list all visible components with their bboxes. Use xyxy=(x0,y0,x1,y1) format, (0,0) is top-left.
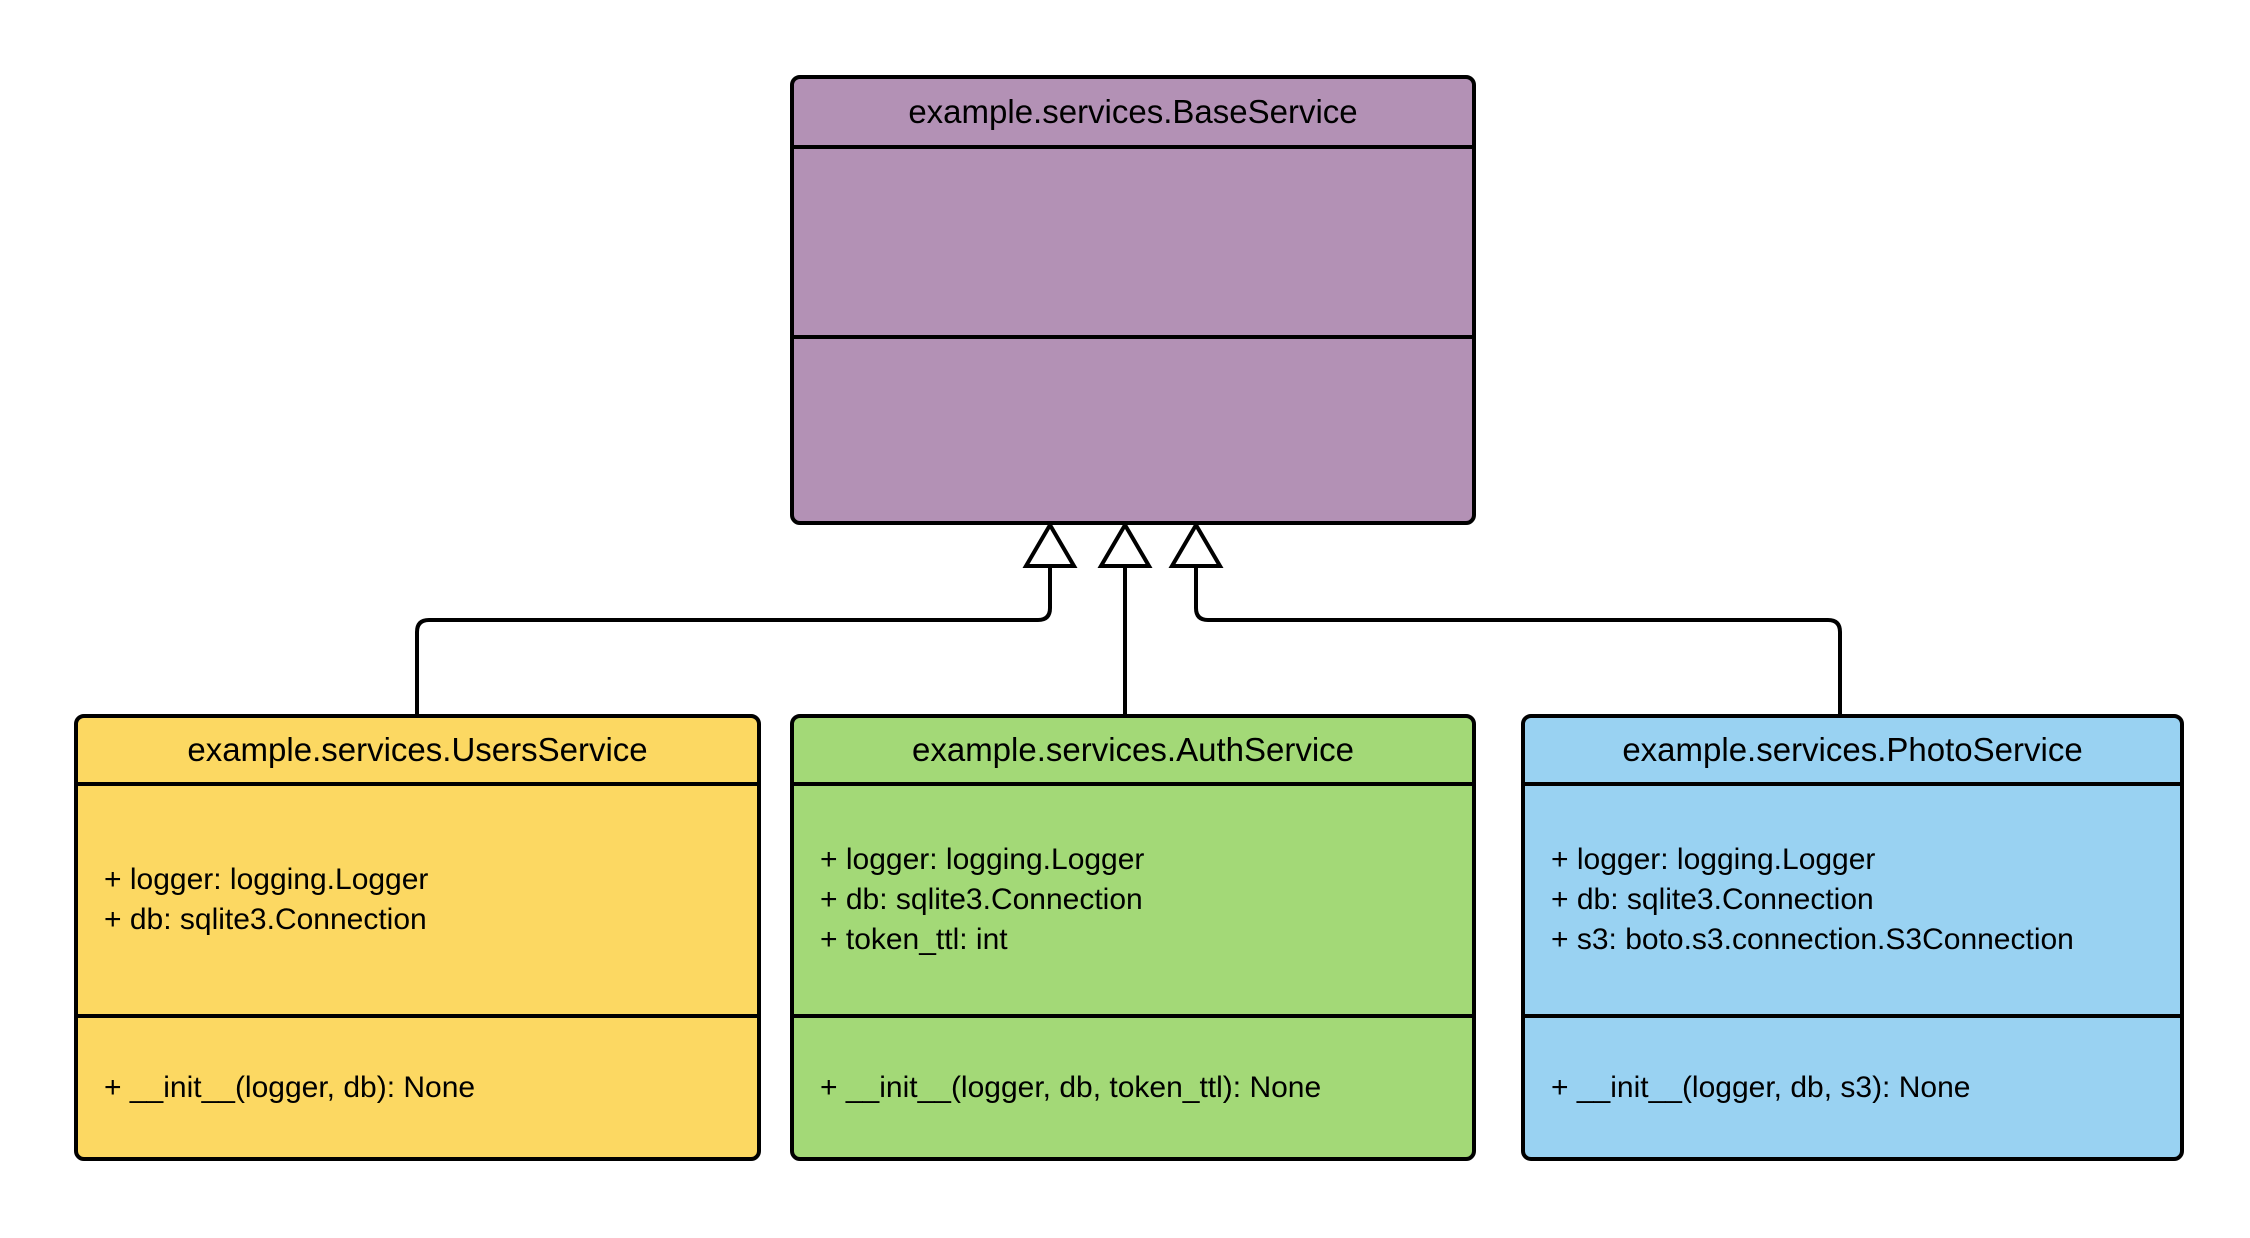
attribute-logger: + logger: logging.Logger xyxy=(820,843,1145,876)
inheritance-arrowhead-auth-icon xyxy=(1097,521,1153,568)
methods-section-auth-service: + __init__(logger, db, token_ttl): None xyxy=(794,1014,1472,1157)
inheritance-arrowhead-photo-icon xyxy=(1168,521,1224,568)
class-title-text: example.services.BaseService xyxy=(908,93,1358,130)
attributes-section-auth-service: + logger: logging.Logger + db: sqlite3.C… xyxy=(794,782,1472,1014)
class-box-base-service: example.services.BaseService xyxy=(790,75,1476,525)
class-title-photo-service: example.services.PhotoService xyxy=(1525,718,2180,782)
method-init: + __init__(logger, db, token_ttl): None xyxy=(820,1070,1322,1104)
method-init: + __init__(logger, db, s3): None xyxy=(1551,1070,1971,1104)
attributes-section-users-service: + logger: logging.Logger + db: sqlite3.C… xyxy=(78,782,757,1014)
class-box-users-service: example.services.UsersService + logger: … xyxy=(74,714,761,1161)
class-box-auth-service: example.services.AuthService + logger: l… xyxy=(790,714,1476,1161)
attribute-db: + db: sqlite3.Connection xyxy=(104,903,427,936)
attribute-db: + db: sqlite3.Connection xyxy=(820,883,1143,916)
class-title-text: example.services.UsersService xyxy=(187,731,648,768)
inheritance-connector-photo-to-base xyxy=(1194,566,1842,714)
attribute-logger: + logger: logging.Logger xyxy=(104,863,429,896)
class-box-photo-service: example.services.PhotoService + logger: … xyxy=(1521,714,2184,1161)
class-title-users-service: example.services.UsersService xyxy=(78,718,757,782)
methods-section-photo-service: + __init__(logger, db, s3): None xyxy=(1525,1014,2180,1157)
attribute-db: + db: sqlite3.Connection xyxy=(1551,883,1874,916)
attributes-section-base-service xyxy=(794,145,1472,335)
inheritance-connector-users-to-base xyxy=(415,566,1052,714)
class-title-auth-service: example.services.AuthService xyxy=(794,718,1472,782)
methods-section-base-service xyxy=(794,335,1472,521)
methods-section-users-service: + __init__(logger, db): None xyxy=(78,1014,757,1157)
class-title-text: example.services.AuthService xyxy=(911,731,1355,768)
attributes-section-photo-service: + logger: logging.Logger + db: sqlite3.C… xyxy=(1525,782,2180,1014)
attribute-logger: + logger: logging.Logger xyxy=(1551,843,1876,876)
inheritance-arrowhead-users-icon xyxy=(1022,521,1078,568)
method-init: + __init__(logger, db): None xyxy=(104,1070,476,1104)
attribute-s3: + s3: boto.s3.connection.S3Connection xyxy=(1551,923,2074,956)
attribute-token-ttl: + token_ttl: int xyxy=(820,923,1008,956)
class-title-text: example.services.PhotoService xyxy=(1622,731,2083,768)
class-title-base-service: example.services.BaseService xyxy=(794,79,1472,145)
